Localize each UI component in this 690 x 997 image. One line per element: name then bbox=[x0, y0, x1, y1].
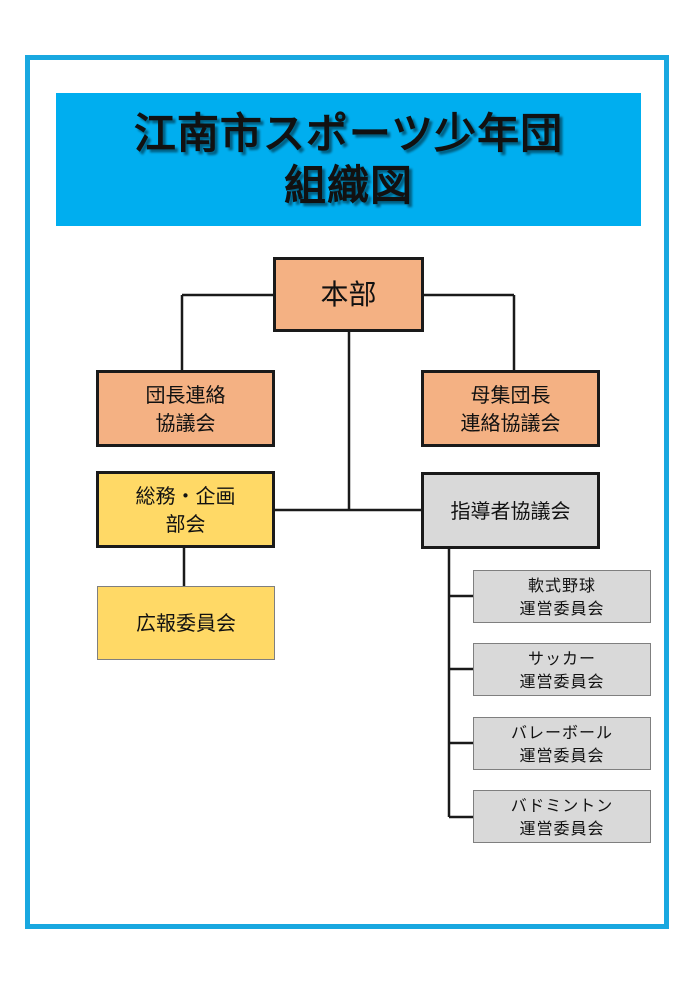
committee-label-1: サッカー bbox=[527, 648, 596, 668]
honbu-label: 本部 bbox=[320, 277, 377, 311]
boshu-box: 母集団長 連絡協議会 bbox=[421, 370, 600, 447]
shidousha-box: 指導者協議会 bbox=[421, 472, 600, 549]
committee-baseball: 軟式野球 運営委員会 bbox=[473, 570, 651, 623]
committee-label-2: 運営委員会 bbox=[519, 818, 605, 838]
committee-soccer: サッカー 運営委員会 bbox=[473, 643, 651, 696]
committee-label-2: 運営委員会 bbox=[519, 745, 605, 765]
kouhou-label: 広報委員会 bbox=[136, 611, 236, 635]
title-banner: 江南市スポーツ少年団 組織図 bbox=[56, 93, 641, 226]
kouhou-box: 広報委員会 bbox=[97, 586, 275, 660]
title-line-1: 江南市スポーツ少年団 bbox=[133, 108, 564, 158]
committee-volleyball: バレーボール 運営委員会 bbox=[473, 717, 651, 770]
danchou-label-1: 団長連絡 bbox=[145, 382, 226, 407]
somu-label-1: 総務・企画 bbox=[135, 483, 236, 508]
committee-label-1: バレーボール bbox=[510, 722, 613, 742]
committee-badminton: バドミントン 運営委員会 bbox=[473, 790, 651, 843]
committee-label-2: 運営委員会 bbox=[519, 671, 605, 691]
honbu-box: 本部 bbox=[273, 257, 424, 332]
shidousha-label: 指導者協議会 bbox=[450, 498, 571, 523]
danchou-box: 団長連絡 協議会 bbox=[96, 370, 275, 447]
title-line-2: 組織図 bbox=[283, 160, 413, 210]
boshu-label-2: 連絡協議会 bbox=[460, 410, 561, 435]
committee-label-1: バドミントン bbox=[510, 795, 614, 815]
somu-box: 総務・企画 部会 bbox=[96, 471, 275, 548]
committee-label-2: 運営委員会 bbox=[519, 598, 605, 618]
danchou-label-2: 協議会 bbox=[155, 410, 216, 435]
boshu-label-1: 母集団長 bbox=[470, 382, 551, 407]
somu-label-2: 部会 bbox=[165, 511, 206, 536]
committee-label-1: 軟式野球 bbox=[527, 575, 596, 595]
